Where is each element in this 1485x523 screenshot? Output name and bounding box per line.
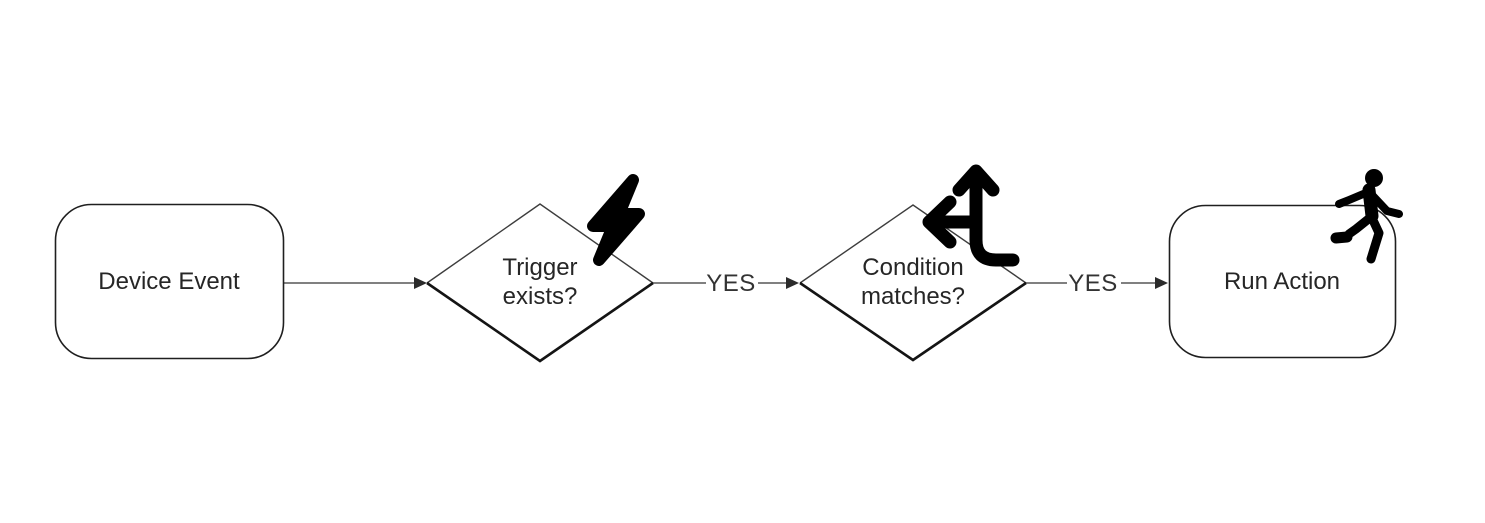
- node-run-action: [1168, 204, 1397, 359]
- split-arrows-icon: [922, 164, 1020, 267]
- node-label-condition-matches: Condition matches?: [860, 254, 966, 310]
- edge-label-yes-1: YES: [706, 269, 756, 297]
- node-label-trigger-exists: Trigger exists?: [502, 254, 578, 310]
- edge-condition-to-run-action: [1026, 277, 1168, 289]
- node-label-run-action: Run Action: [1223, 267, 1341, 295]
- diamond-bottom-edges: [799, 281, 1027, 362]
- arrowhead-icon: [1155, 277, 1168, 289]
- node-trigger-exists: [426, 203, 654, 363]
- arrowhead-icon: [786, 277, 799, 289]
- edge-trigger-to-condition: [653, 277, 799, 289]
- edge-device-event-to-trigger: [283, 277, 427, 289]
- node-device-event: [54, 203, 285, 360]
- node-label-device-event: Device Event: [98, 267, 240, 295]
- lightning-bolt-icon: [587, 174, 645, 266]
- edge-label-yes-2: YES: [1068, 269, 1118, 297]
- arrowhead-icon: [414, 277, 427, 289]
- person-running-icon: [1330, 169, 1403, 264]
- diamond-top-edges: [426, 203, 654, 284]
- diamond-bottom-edges: [426, 281, 654, 363]
